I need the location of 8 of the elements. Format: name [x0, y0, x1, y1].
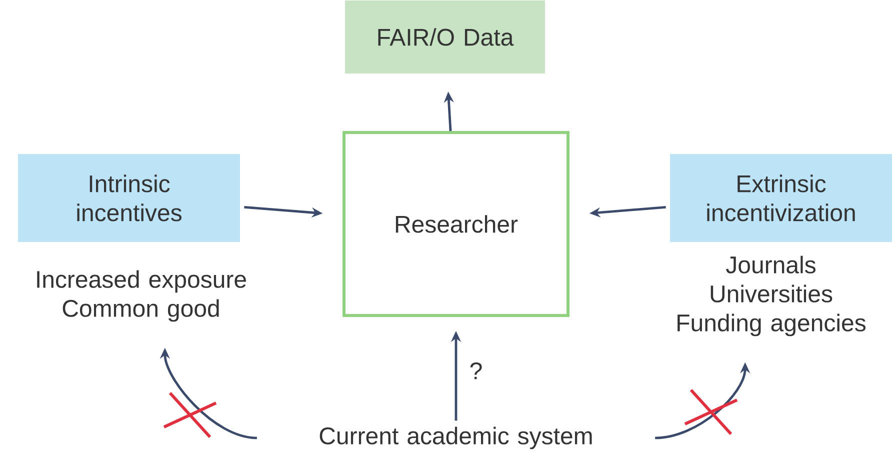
process-box: Extrinsic incentivization — [670, 154, 892, 242]
text-label: Current academic system — [320, 426, 592, 450]
text-label: Increased exposure Common good — [37, 270, 246, 322]
process-box: Researcher — [342, 131, 570, 317]
process-box: FAIR/O Data — [345, 0, 545, 74]
text-label: Journals Universities Funding agencies — [678, 256, 866, 336]
edge-label: ? — [468, 361, 484, 380]
process-box: Intrinsic incentives — [18, 154, 240, 242]
